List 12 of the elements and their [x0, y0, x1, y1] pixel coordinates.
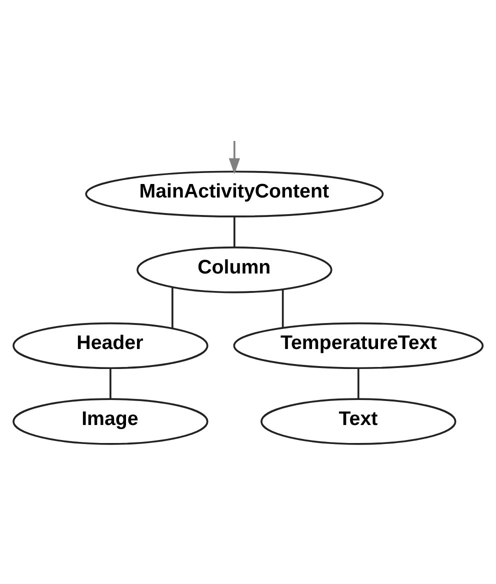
arrow — [228, 140, 240, 174]
node-ellipse: TemperatureText — [233, 322, 484, 370]
node-ellipse: Header — [12, 322, 208, 370]
connector — [234, 216, 236, 248]
node-ellipse: Text — [260, 398, 456, 445]
connector — [110, 368, 112, 399]
connector — [357, 368, 360, 399]
node-ellipse: Column — [136, 246, 332, 294]
node-ellipse: MainActivityContent — [85, 170, 384, 218]
connector — [172, 287, 174, 328]
node-ellipse: Image — [12, 398, 208, 445]
connector — [282, 290, 284, 328]
